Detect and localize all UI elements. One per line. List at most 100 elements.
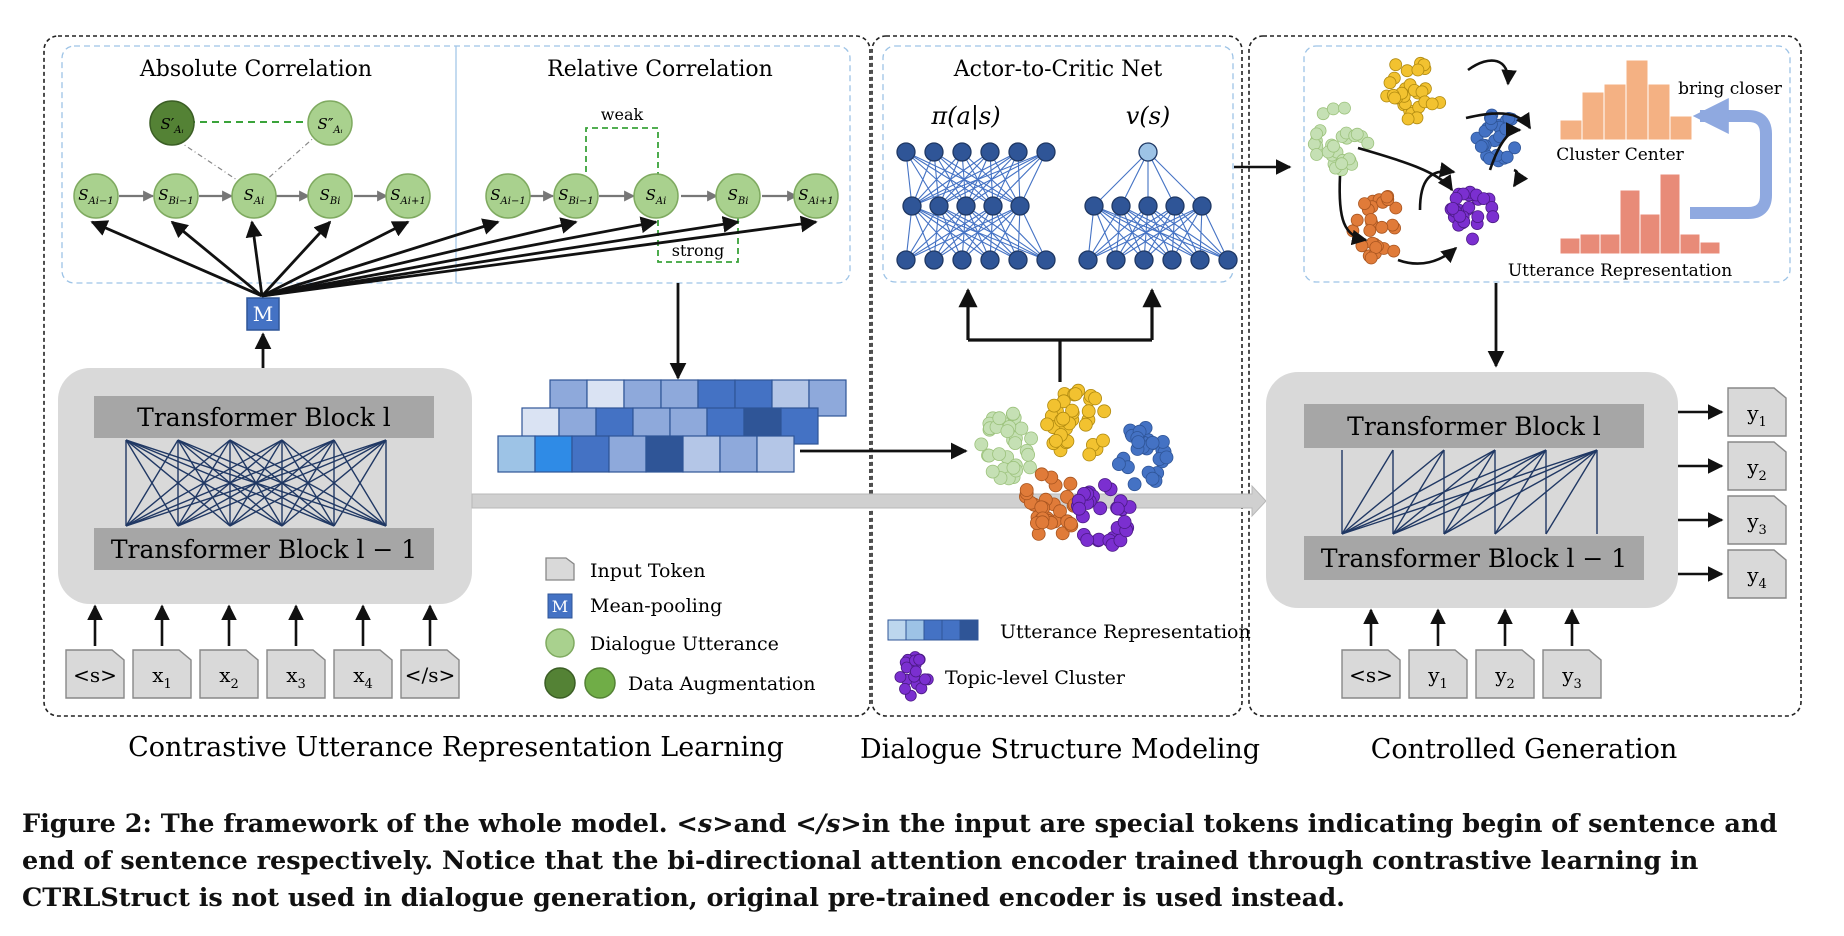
encoder-input-token: </s> [400, 649, 460, 699]
right-cluster-yellow [1380, 56, 1447, 126]
encoder-input-token: x3 [266, 649, 326, 699]
legend-utterance-representation: Utterance Representation [887, 619, 1251, 643]
encoder-input-token: <s> [65, 649, 125, 699]
utterance-rep-bar [1659, 173, 1681, 255]
value-network [1078, 142, 1238, 270]
relative-correlation-title: Relative Correlation [547, 57, 773, 82]
svg-text:SAi−1: SAi−1 [490, 186, 525, 207]
svg-text:y3: y3 [1746, 509, 1767, 538]
flow-arrow [471, 484, 1267, 518]
svg-text:SBi: SBi [320, 186, 341, 207]
encoder-input-token: x1 [132, 649, 192, 699]
panel-title-generation: Controlled Generation [1371, 734, 1677, 765]
svg-text:x2: x2 [219, 663, 239, 692]
utterance-node: SAi+1 [793, 173, 839, 219]
svg-text:SBi: SBi [728, 186, 749, 207]
utterance-node: SAi [231, 173, 277, 219]
cluster-center-bar [1669, 115, 1693, 141]
encoder-bottom-block: Transformer Block l − 1 [111, 535, 417, 564]
caption-lead: Figure 2: The framework of the whole mod… [22, 809, 677, 839]
svg-text:</s>: </s> [405, 663, 456, 687]
caption-token-s: <s> [676, 809, 734, 839]
utterance-node: SBi−1 [153, 173, 199, 219]
policy-label: π(a|s) [930, 102, 1000, 131]
legend-data-augmentation: Data Augmentation [544, 667, 816, 699]
decoder-input-token: y1 [1408, 649, 1468, 699]
panel-title-structure: Dialogue Structure Modeling [860, 734, 1260, 765]
svg-text:y2: y2 [1746, 455, 1767, 484]
right-cluster-purple [1444, 185, 1500, 246]
encoder-top-block: Transformer Block l [137, 403, 391, 432]
bring-closer-label: bring closer [1678, 79, 1783, 99]
svg-text:Topic-level Cluster: Topic-level Cluster [945, 667, 1126, 689]
decoder-output-token: y3 [1727, 495, 1787, 545]
utterance-node: SAi−1 [485, 173, 531, 219]
decoder-output-token: y1 [1727, 387, 1787, 437]
utterance-node: SBi [307, 173, 353, 219]
svg-text:Data Augmentation: Data Augmentation [628, 673, 816, 695]
decoder-bottom-block: Transformer Block l − 1 [1321, 544, 1627, 573]
augmentation-node-1: S′Aᵢ [149, 100, 195, 146]
utterance-node: SAi+1 [385, 173, 431, 219]
utterance-rep-bar [1559, 237, 1581, 255]
decoder-input-token: y2 [1475, 649, 1535, 699]
cluster-center-label: Cluster Center [1556, 145, 1684, 165]
cluster-yellow [1040, 383, 1112, 462]
decoder-output-token: y2 [1727, 441, 1787, 491]
value-label: v(s) [1126, 102, 1171, 130]
cluster-blue [1112, 420, 1174, 492]
svg-text:SAi: SAi [646, 186, 667, 207]
decoder-input-token: <s> [1341, 649, 1401, 699]
strong-label: strong [672, 241, 724, 260]
utterance-node: SAi−1 [73, 173, 119, 219]
utterance-node: SAi [633, 173, 679, 219]
encoder-input-token: x4 [333, 649, 393, 699]
panel-structure-border [871, 35, 1243, 717]
encoder-input-token: x2 [199, 649, 259, 699]
svg-text:SAi+1: SAi+1 [798, 186, 833, 207]
panel-generation-border [1248, 35, 1802, 717]
svg-text:SBi−1: SBi−1 [558, 186, 594, 207]
svg-text:Mean-pooling: Mean-pooling [590, 595, 722, 617]
utterance-rep-bar [1639, 213, 1661, 255]
utterance-rep-bar [1679, 233, 1701, 255]
svg-text:y3: y3 [1561, 663, 1582, 692]
cluster-view-box [1303, 45, 1791, 283]
utterance-rep-bar [1699, 241, 1721, 255]
svg-text:M: M [552, 597, 568, 616]
svg-text:SAi+1: SAi+1 [390, 186, 425, 207]
svg-text:<s>: <s> [73, 663, 117, 687]
absolute-correlation-title: Absolute Correlation [139, 57, 372, 82]
utterance-rep-bar [1579, 233, 1601, 255]
actor-critic-box [882, 45, 1234, 283]
cluster-purple [1071, 478, 1137, 552]
svg-text:Dialogue Utterance: Dialogue Utterance [590, 633, 779, 655]
decoder-output-token: y4 [1727, 549, 1787, 599]
svg-text:x4: x4 [353, 663, 373, 692]
caption-mid: and [733, 809, 796, 839]
svg-text:x3: x3 [286, 663, 306, 692]
svg-text:SBi−1: SBi−1 [158, 186, 194, 207]
legend-topic-cluster: Topic-level Cluster [894, 651, 1126, 702]
cluster-center-bar [1625, 59, 1649, 141]
legend-mean-pooling: M Mean-pooling [547, 593, 722, 619]
svg-text:x1: x1 [152, 663, 172, 692]
weak-label: weak [601, 105, 644, 124]
right-cluster-blue [1470, 108, 1521, 168]
legend-dialogue-utterance: Dialogue Utterance [545, 628, 779, 658]
legend-input-token: Input Token [545, 557, 705, 582]
panel-contrastive-border [43, 35, 871, 717]
right-cluster-green [1307, 101, 1375, 177]
utterance-rep-bar [1619, 189, 1641, 255]
figure-caption: Figure 2: The framework of the whole mod… [22, 806, 1832, 917]
svg-text:<s>: <s> [1349, 663, 1393, 687]
svg-text:y2: y2 [1494, 663, 1515, 692]
legend-cluster-icon [894, 651, 934, 702]
augmentation-node-2: S″Aᵢ [307, 100, 353, 146]
utterance-rep-bar [1599, 233, 1621, 255]
svg-text:SAi: SAi [244, 186, 265, 207]
framework-diagram: Contrastive Utterance Representation Lea… [43, 35, 1802, 765]
svg-text:Input Token: Input Token [590, 560, 705, 582]
cluster-center-bar [1647, 83, 1671, 141]
bring-closer-arrow [1690, 98, 1772, 219]
